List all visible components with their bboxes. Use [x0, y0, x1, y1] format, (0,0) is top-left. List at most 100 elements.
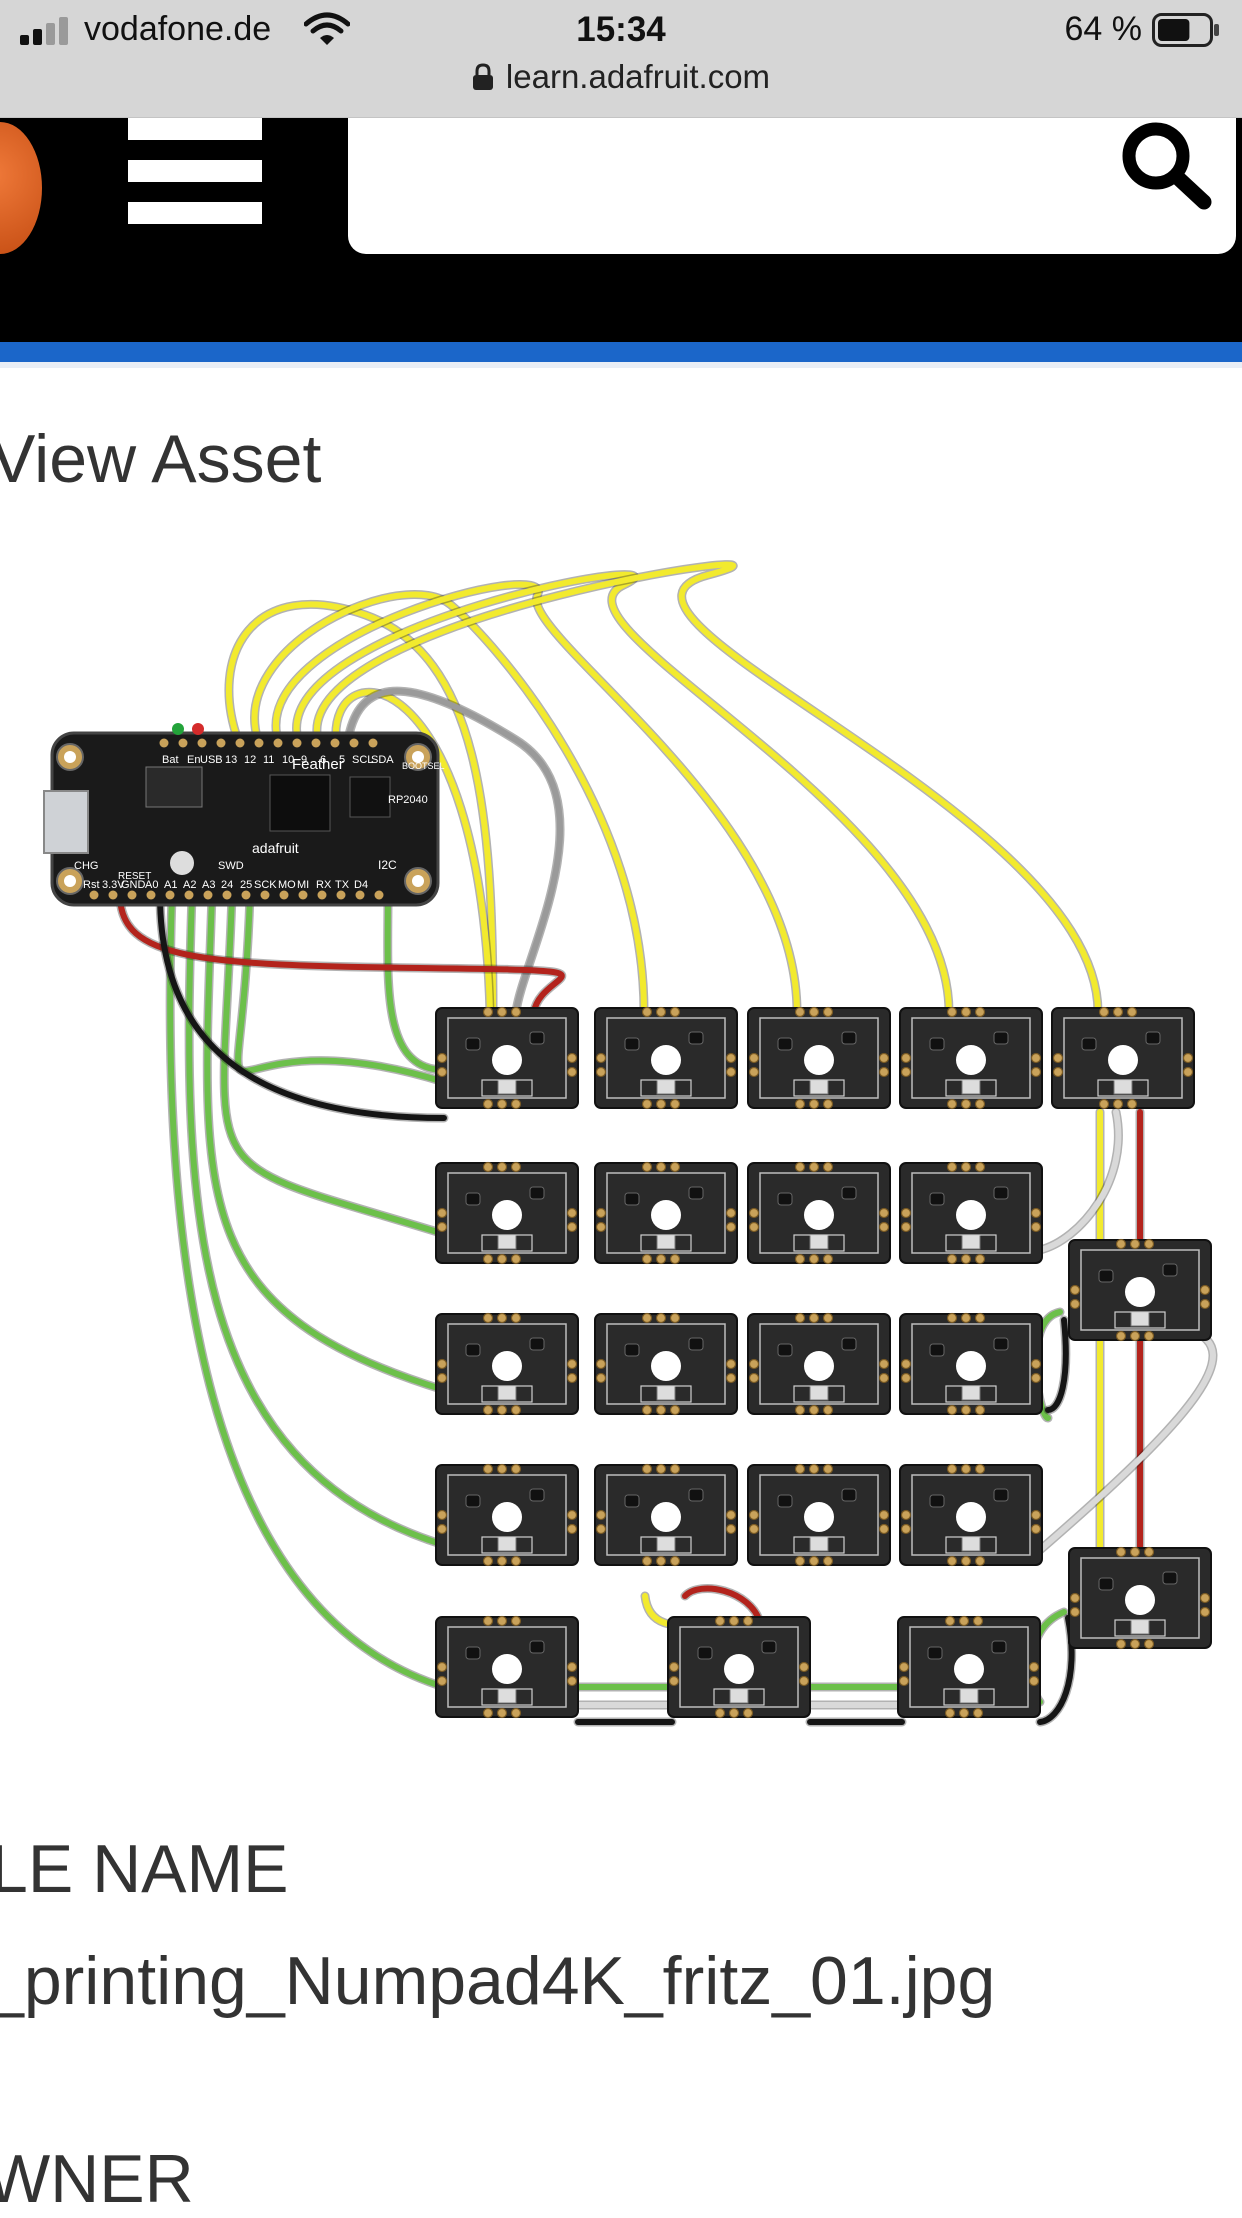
data-wire [332, 689, 493, 1015]
pin-label: A0 [145, 879, 158, 891]
key-module [667, 1615, 811, 1719]
pin-label: TX [335, 879, 350, 891]
search-input[interactable] [348, 118, 1236, 254]
pin-label: 25 [240, 879, 252, 891]
pin-label: En [187, 754, 200, 766]
board-brand-label: Feather [292, 756, 344, 773]
key-module [747, 1006, 891, 1110]
usb-c-connector [43, 790, 89, 854]
pin-label: 5 [339, 754, 345, 766]
pin-label: 6 [320, 754, 326, 766]
pin-label: Rst [83, 879, 100, 891]
pin-label: A1 [164, 879, 177, 891]
key-module [899, 1463, 1043, 1567]
column-wire [221, 892, 447, 1237]
column-wire [204, 892, 447, 1393]
key-module [747, 1161, 891, 1265]
ground-wire [157, 892, 447, 1121]
pin-label: 10 [282, 754, 294, 766]
pin-label: RX [316, 879, 332, 891]
address-bar[interactable]: learn.adafruit.com [0, 58, 1242, 102]
pin-label: D4 [354, 879, 368, 891]
column-wire [186, 892, 447, 1548]
battery-icon [1152, 13, 1219, 47]
key-module [435, 1006, 579, 1110]
signal-wire [345, 688, 563, 1015]
owner-heading: WNER [0, 2141, 194, 2217]
data-wire [251, 591, 647, 1015]
key-module [435, 1615, 579, 1719]
lock-icon [472, 63, 493, 90]
neo-wire [1037, 1109, 1122, 1253]
pin-label: A3 [202, 879, 215, 891]
pin-label: 9 [301, 754, 307, 766]
key-module [594, 1463, 738, 1567]
wires [115, 560, 1218, 1727]
board-chip-label: RP2040 [388, 794, 428, 806]
key-module [594, 1161, 738, 1265]
key-module [1051, 1006, 1195, 1110]
key-module [435, 1312, 579, 1416]
key-module [747, 1312, 891, 1416]
keypad-modules [435, 1006, 1212, 1719]
hamburger-icon[interactable] [128, 118, 262, 224]
file-name-value: _printing_Numpad4K_fritz_01.jpg [0, 1943, 996, 2019]
key-module [1068, 1546, 1212, 1650]
power-wire [682, 1585, 763, 1625]
pin-label: A2 [183, 879, 196, 891]
data-wire [313, 561, 1101, 1015]
chg-label: CHG [74, 860, 98, 872]
adafruit-logo[interactable] [0, 122, 42, 254]
adafruit-label: adafruit [252, 840, 299, 856]
reset-button [170, 851, 194, 875]
search-icon[interactable] [1114, 118, 1214, 210]
key-module [899, 1161, 1043, 1265]
data-wire [272, 581, 800, 1015]
key-module [594, 1006, 738, 1110]
pin-label: SDA [371, 754, 394, 766]
url-text: learn.adafruit.com [505, 58, 771, 95]
page-title: View Asset [0, 421, 322, 497]
carrier-name: vodafone.de [84, 10, 272, 48]
key-module [435, 1161, 579, 1265]
pin-label: Bat [162, 754, 179, 766]
pin-label: MI [297, 879, 309, 891]
key-module [899, 1312, 1043, 1416]
data-wire [293, 571, 952, 1015]
pin-label: SCL [352, 754, 373, 766]
signal-icon [20, 17, 68, 45]
pin-label: USB [200, 754, 223, 766]
key-module [594, 1312, 738, 1416]
key-module [899, 1006, 1043, 1110]
rp2040-chip [269, 774, 331, 832]
header-accent-bar [0, 342, 1242, 368]
file-name-heading: LE NAME [0, 1831, 289, 1907]
pin-label: 12 [244, 754, 256, 766]
ios-status-bar: vodafone.de 15:34 64 % learn.adafruit.co… [0, 0, 1242, 118]
site-header [0, 118, 1242, 342]
pin-label: MO [278, 879, 296, 891]
ground-wire [1045, 1317, 1069, 1413]
swd-label: SWD [218, 860, 244, 872]
bootsel-label: BOOTSEL [402, 761, 445, 771]
column-wire [384, 892, 447, 1073]
reset-label: RESET [118, 871, 151, 882]
key-module [435, 1463, 579, 1567]
pin-label: 13 [225, 754, 237, 766]
i2c-label: I2C [378, 858, 397, 872]
wifi-icon [304, 12, 350, 45]
pin-label: GND [121, 879, 146, 891]
key-module [897, 1615, 1041, 1719]
pin-label: 24 [221, 879, 233, 891]
pin-label: 11 [263, 754, 274, 766]
pin-label: 3.3V [102, 879, 125, 891]
battery-percentage: 64 % [1064, 10, 1143, 48]
key-module [1068, 1238, 1212, 1342]
power-wire [117, 892, 565, 1015]
pin-label: SCK [254, 879, 277, 891]
key-module [747, 1463, 891, 1567]
battery-connector [145, 766, 203, 808]
column-wire [167, 892, 447, 1690]
